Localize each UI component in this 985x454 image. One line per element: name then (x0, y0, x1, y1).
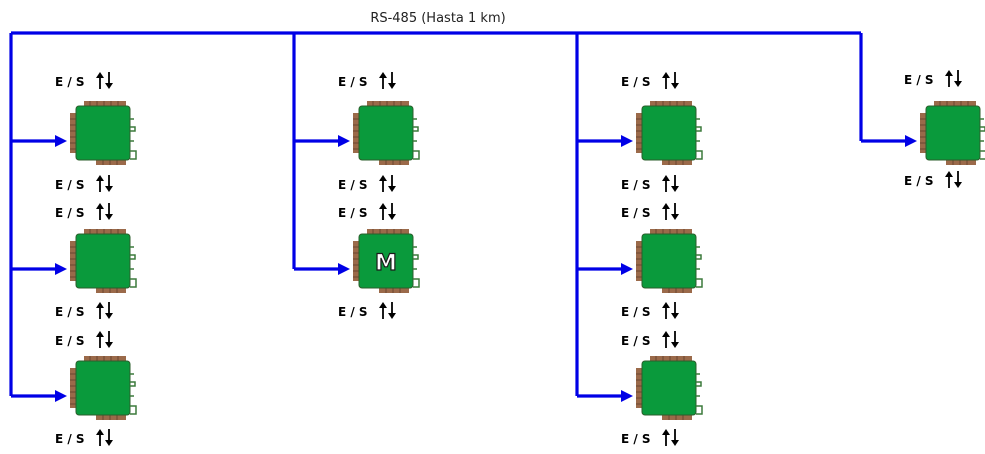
io-indicator: E / S (55, 428, 114, 447)
arrow-right-icon (55, 135, 917, 402)
io-indicator: E / S (904, 170, 963, 189)
io-label: E / S (621, 334, 651, 348)
io-arrows-icon (661, 301, 680, 320)
io-label: E / S (55, 334, 85, 348)
io-label: E / S (621, 75, 651, 89)
io-indicator: E / S (55, 174, 114, 193)
io-label: E / S (55, 206, 85, 220)
io-arrows-icon (378, 202, 397, 221)
io-arrows-icon (661, 330, 680, 349)
io-indicator: E / S (55, 301, 114, 320)
slave-device (69, 228, 137, 294)
io-indicator: E / S (904, 69, 963, 88)
io-label: E / S (904, 174, 934, 188)
slave-device (635, 355, 703, 421)
io-label: E / S (621, 206, 651, 220)
io-arrows-icon (95, 428, 114, 447)
io-label: E / S (55, 178, 85, 192)
io-arrows-icon (661, 174, 680, 193)
io-label: E / S (338, 206, 368, 220)
io-label: E / S (55, 75, 85, 89)
io-arrows-icon (378, 301, 397, 320)
bus-feeds (11, 139, 905, 398)
slave-device (69, 100, 137, 166)
io-label: E / S (621, 305, 651, 319)
io-arrows-icon (944, 170, 963, 189)
io-indicator: E / S (621, 301, 680, 320)
io-indicator: E / S (621, 174, 680, 193)
io-indicator: E / S (338, 301, 397, 320)
master-letter: M (375, 251, 397, 276)
io-indicator: E / S (338, 202, 397, 221)
io-arrows-icon (661, 202, 680, 221)
io-indicator: E / S (55, 330, 114, 349)
rs485-bus (9, 31, 863, 396)
io-indicator: E / S (338, 174, 397, 193)
io-arrows-icon (661, 428, 680, 447)
io-indicator: E / S (621, 330, 680, 349)
io-label: E / S (55, 432, 85, 446)
io-indicator: E / S (55, 71, 114, 90)
io-arrows-icon (378, 174, 397, 193)
io-arrows-icon (95, 71, 114, 90)
slave-device (352, 100, 420, 166)
io-arrows-icon (944, 69, 963, 88)
slave-device (69, 355, 137, 421)
io-arrows-icon (378, 71, 397, 90)
io-indicator: E / S (621, 428, 680, 447)
io-label: E / S (621, 178, 651, 192)
io-indicator: E / S (55, 202, 114, 221)
master-device: M (352, 228, 420, 294)
bus-label: RS-485 (Hasta 1 km) (370, 11, 505, 26)
io-arrows-icon (95, 330, 114, 349)
io-label: E / S (338, 178, 368, 192)
io-arrows-icon (95, 202, 114, 221)
slave-device (635, 100, 703, 166)
io-label: E / S (904, 73, 934, 87)
io-indicator: E / S (338, 71, 397, 90)
slave-device (919, 100, 985, 166)
io-indicator: E / S (621, 202, 680, 221)
io-label: E / S (621, 432, 651, 446)
io-label: E / S (338, 305, 368, 319)
io-arrows-icon (661, 71, 680, 90)
io-label: E / S (338, 75, 368, 89)
io-arrows-icon (95, 301, 114, 320)
io-label: E / S (55, 305, 85, 319)
io-arrows-icon (95, 174, 114, 193)
slave-device (635, 228, 703, 294)
io-indicator: E / S (621, 71, 680, 90)
